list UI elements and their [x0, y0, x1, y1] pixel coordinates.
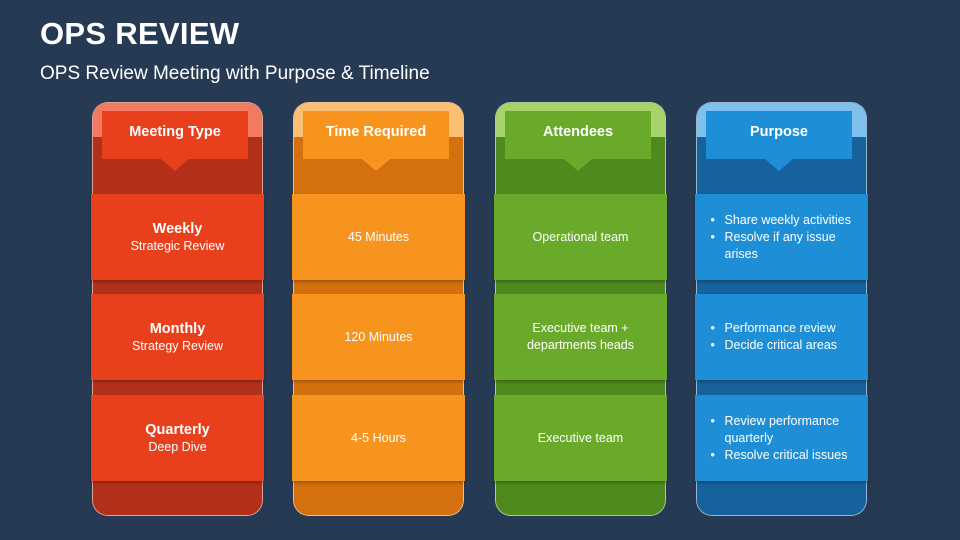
row-purpose-weekly: Share weekly activities Resolve if any i…: [695, 194, 868, 280]
row-text: 45 Minutes: [347, 229, 410, 244]
column-header-tab: Meeting Type: [102, 111, 248, 171]
row-subtitle: Strategic Review: [130, 238, 225, 253]
bullet-item: Resolve critical issues: [707, 447, 857, 464]
bullet-item: Performance review: [707, 320, 857, 337]
row-quarterly: Quarterly Deep Dive: [91, 395, 264, 481]
row-attendees-monthly: Executive team + departments heads: [494, 294, 667, 380]
row-time-monthly: 120 Minutes: [292, 294, 465, 380]
row-text: 120 Minutes: [344, 329, 413, 344]
row-title: Monthly: [149, 320, 206, 337]
column-header-tab: Attendees: [505, 111, 651, 171]
column-header-label: Attendees: [542, 124, 614, 140]
column-purpose: Purpose Share weekly activities Resolve …: [695, 102, 868, 516]
bullet-item: Share weekly activities: [707, 212, 857, 229]
row-title: Weekly: [152, 220, 203, 237]
row-text: Executive team: [537, 430, 624, 445]
row-weekly: Weekly Strategic Review: [91, 194, 264, 280]
row-attendees-quarterly: Executive team: [494, 395, 667, 481]
row-text: Executive team +: [532, 321, 629, 335]
page-title: OPS REVIEW: [40, 16, 240, 51]
row-title: Quarterly: [145, 421, 210, 438]
bullet-item: Review performance quarterly: [707, 413, 857, 447]
row-time-quarterly: 4-5 Hours: [292, 395, 465, 481]
row-subtitle: Deep Dive: [148, 439, 207, 454]
bullet-list: Share weekly activities Resolve if any i…: [707, 212, 857, 263]
row-monthly: Monthly Strategy Review: [91, 294, 264, 380]
bullet-item: Decide critical areas: [707, 337, 857, 354]
column-time-required: Time Required 45 Minutes 120 Minutes 4-5…: [292, 102, 465, 516]
bullet-list: Performance review Decide critical areas: [707, 320, 857, 354]
row-text: 4-5 Hours: [351, 430, 406, 445]
bullet-item: Resolve if any issue arises: [707, 229, 857, 263]
row-purpose-quarterly: Review performance quarterly Resolve cri…: [695, 395, 868, 481]
row-attendees-weekly: Operational team: [494, 194, 667, 280]
column-header-label: Purpose: [749, 124, 808, 140]
row-text: Operational team: [532, 229, 629, 244]
page-subtitle: OPS Review Meeting with Purpose & Timeli…: [40, 63, 430, 84]
bullet-list: Review performance quarterly Resolve cri…: [707, 413, 857, 464]
column-meeting-type: Meeting Type Weekly Strategic Review Mon…: [91, 102, 264, 516]
row-purpose-monthly: Performance review Decide critical areas: [695, 294, 868, 380]
row-time-weekly: 45 Minutes: [292, 194, 465, 280]
column-header-tab: Time Required: [303, 111, 449, 171]
column-header-label: Time Required: [325, 124, 427, 140]
column-header-tab: Purpose: [706, 111, 852, 171]
column-header-label: Meeting Type: [129, 124, 221, 140]
row-subtitle: Strategy Review: [131, 338, 223, 353]
row-text: departments heads: [526, 338, 634, 352]
column-attendees: Attendees Operational team Executive tea…: [494, 102, 667, 516]
